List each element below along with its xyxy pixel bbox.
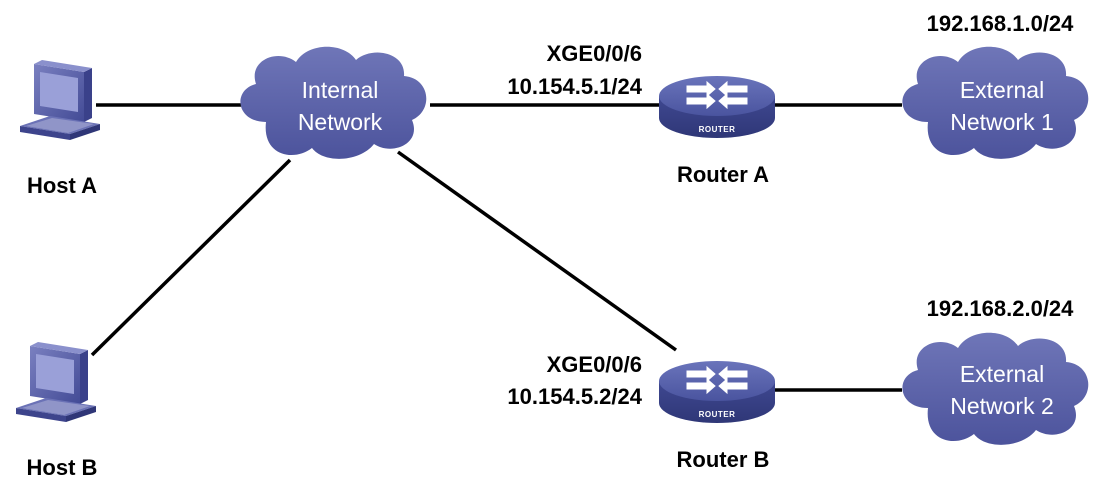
link-internal-router-b [396, 150, 678, 352]
router-a-interface: XGE0/0/6 [547, 41, 642, 66]
router-b-icon: ROUTER [658, 360, 776, 424]
internal-cloud-line2: Network [298, 109, 383, 135]
host-a-label: Host A [27, 173, 97, 198]
router-a-ip: 10.154.5.1/24 [507, 74, 642, 99]
links [90, 103, 902, 392]
link-host-b-internal [90, 158, 292, 357]
internal-network-cloud: Internal Network [240, 46, 427, 159]
router-b-label: Router B [677, 447, 770, 472]
internal-cloud-line1: Internal [302, 77, 379, 103]
host-b-label: Host B [27, 455, 98, 480]
router-a-badge: ROUTER [699, 125, 736, 134]
host-b-computer-icon [16, 342, 96, 422]
router-a-label: Router A [677, 162, 769, 187]
router-b-badge: ROUTER [699, 410, 736, 419]
external1-cloud-line2: Network 1 [950, 109, 1054, 135]
external2-cloud-line2: Network 2 [950, 393, 1054, 419]
external-network-1-cloud: External Network 1 [902, 46, 1089, 159]
external-subnet-2-label: 192.168.2.0/24 [927, 296, 1075, 321]
external2-cloud-line1: External [960, 361, 1044, 387]
external1-cloud-line1: External [960, 77, 1044, 103]
external-network-2-cloud: External Network 2 [902, 332, 1089, 445]
router-b-ip: 10.154.5.2/24 [507, 384, 642, 409]
host-a-computer-icon [20, 60, 100, 140]
external-subnet-1-label: 192.168.1.0/24 [927, 11, 1075, 36]
router-a-icon: ROUTER [658, 75, 776, 139]
router-b-interface: XGE0/0/6 [547, 352, 642, 377]
